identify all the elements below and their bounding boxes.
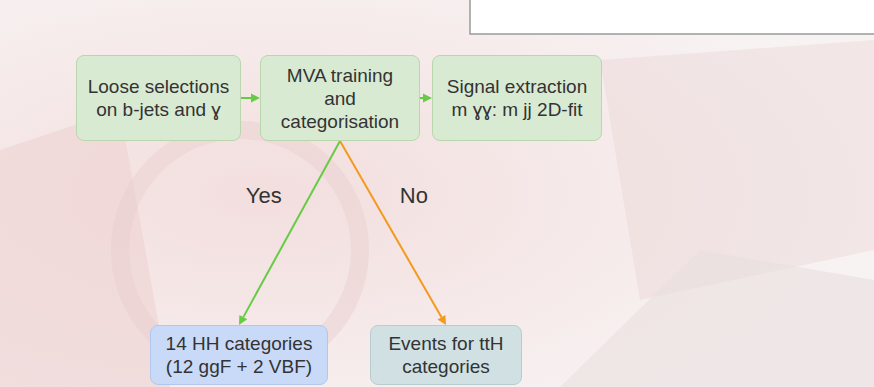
arrow-head xyxy=(423,94,432,103)
box-text: 14 HH categories (12 ggF + 2 VBF) xyxy=(159,332,319,378)
process-box: Events for ttH categories xyxy=(370,325,522,385)
box-text: Events for ttH categories xyxy=(379,332,513,378)
process-box: MVA training and categorisation xyxy=(260,55,420,141)
edge-label: No xyxy=(398,183,430,209)
box-text: MVA training and categorisation xyxy=(269,64,411,133)
detector-shape xyxy=(0,110,170,387)
flow-arrow xyxy=(241,94,260,103)
header-panel xyxy=(470,0,874,34)
arrow-line xyxy=(243,141,340,317)
arrow-head xyxy=(239,315,247,325)
arrow-head xyxy=(251,94,260,103)
arrow-line xyxy=(340,141,442,317)
edge-label: Yes xyxy=(244,183,284,209)
flow-arrow xyxy=(340,141,446,325)
flow-arrow xyxy=(420,94,432,103)
box-text: Signal extraction m ɣɣ: m jj 2D-fit xyxy=(441,75,593,121)
process-box: Signal extraction m ɣɣ: m jj 2D-fit xyxy=(432,55,602,141)
arrow-line xyxy=(420,97,423,99)
process-box: 14 HH categories (12 ggF + 2 VBF) xyxy=(150,325,328,385)
flow-arrow xyxy=(239,141,340,325)
arrow-head xyxy=(438,315,446,325)
box-text: Loose selections on b-jets and ɣ xyxy=(85,75,232,121)
process-box: Loose selections on b-jets and ɣ xyxy=(76,55,241,141)
arrow-line xyxy=(241,97,251,99)
detector-shape xyxy=(560,250,874,387)
